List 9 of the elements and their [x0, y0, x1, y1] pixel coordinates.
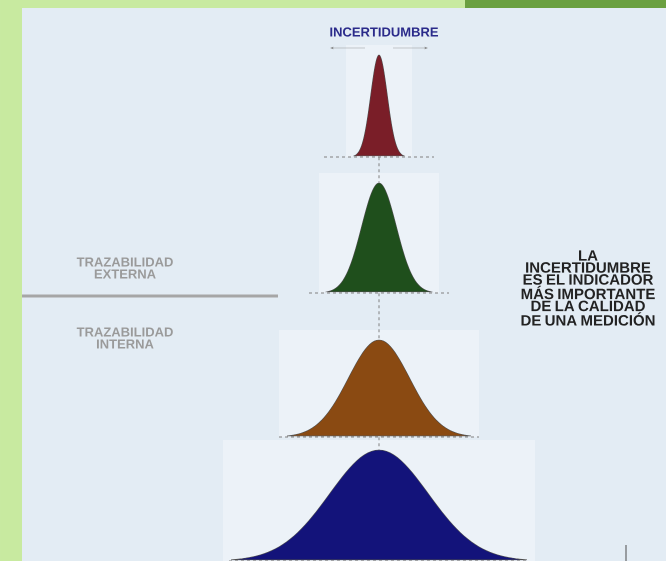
dashed-connector [378, 156, 380, 184]
side-label: TRAZABILIDAD INTERNA [76, 328, 173, 348]
bell-curve [308, 182, 450, 294]
bell-curve [324, 54, 434, 158]
dashed-connector [378, 436, 380, 450]
side-label: TRAZABILIDAD EXTERNA [76, 258, 173, 278]
dashed-connector [378, 292, 380, 340]
statement-text: LA INCERTIDUMBRE ES EL INDICADOR MÁS IMPORTANTE DE LA CALIDAD DE UNA MEDICIÓN [522, 250, 655, 326]
heading: INCERTIDUMBRE [330, 27, 438, 37]
